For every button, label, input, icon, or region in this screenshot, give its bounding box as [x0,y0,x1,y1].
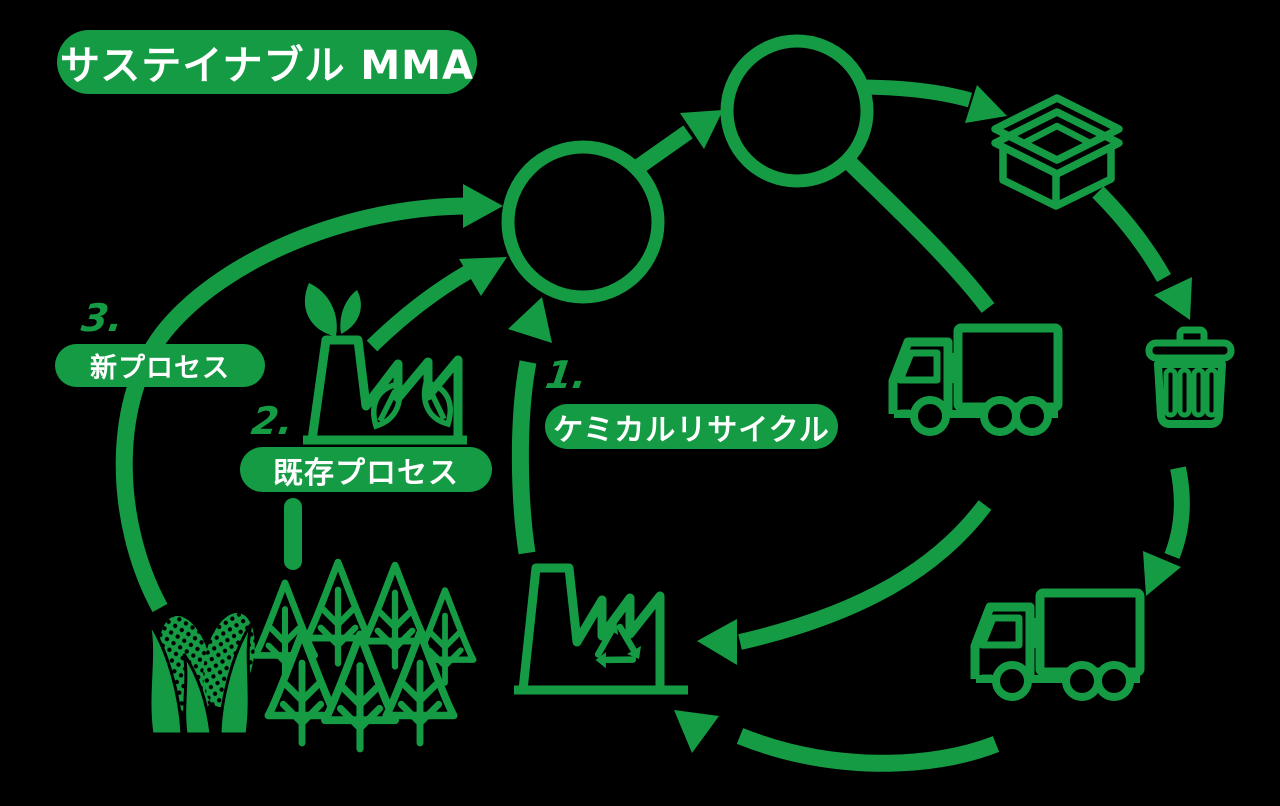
arrow-product-to-trash [1092,186,1192,320]
step2-number: 2. [248,399,296,443]
arrow-biofactory-to-monomer [366,257,507,352]
arrow-biomass-to-monomer [115,184,503,613]
monomer-circle [501,140,665,304]
truck-upper-icon [893,328,1058,432]
step1-number: 1. [542,353,590,397]
step2-label-existing-process: 既存プロセス [240,447,492,492]
dash-connector [284,498,302,570]
forest-icon [255,562,473,749]
trash-icon [1145,326,1235,428]
arrow-polymer-to-product [864,79,1007,123]
package-box-icon [991,94,1123,210]
leaf-icon [340,290,361,334]
arrow-polymer-to-truck [844,157,995,313]
title-badge: サステイナブル MMA [57,30,477,94]
truck-lower-icon [975,593,1140,697]
arrow-bottom-return [674,710,1000,772]
arrow-truck-to-recycle-factory [697,500,992,665]
cycle-arrows [115,79,1192,772]
leaf-icon [304,283,337,336]
recycle-factory-icon [514,563,688,695]
arrow-monomer-to-polymer [629,110,723,177]
step3-label-new-process: 新プロセス [55,344,265,387]
step1-label-chemical-recycle: ケミカルリサイクル [545,404,838,449]
polymer-circle [720,34,874,188]
arrow-recycle-to-monomer [508,297,552,555]
step3-number: 3. [78,296,126,340]
recycle-symbol-icon [594,621,641,669]
bio-factory-icon [303,283,467,445]
arrow-trash-to-truck [1143,466,1190,596]
corn-icon [147,612,255,736]
